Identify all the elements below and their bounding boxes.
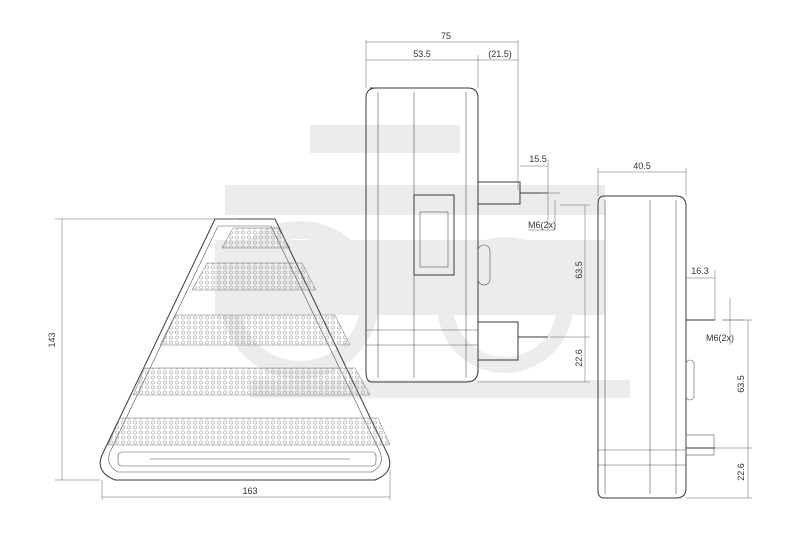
lower-stud-dimension-large: 22.6 [574, 349, 584, 367]
stud-offset-dimension: (21.5) [488, 49, 512, 59]
small-depth-dimension: 40.5 [633, 161, 651, 171]
stud-spacing-dimension-small: 63.5 [736, 375, 746, 393]
reflector-band-2 [191, 262, 317, 291]
side-view-small: 40.5 16.3 M6(2x) 63.5 22.6 [597, 161, 752, 499]
reflector-band-4 [132, 367, 371, 396]
reflector-band-5 [107, 417, 391, 446]
reflector-band-1 [221, 227, 291, 249]
stud-length-dimension: 15.5 [529, 154, 547, 164]
side-view-large: 75 53.5 (21.5) 15.5 M6(2x) 63.5 22.6 [365, 31, 590, 383]
front-view: 143 163 [47, 218, 391, 500]
thread-callout-large: M6(2x) [528, 220, 556, 230]
stud-spacing-dimension-large: 63.5 [574, 261, 584, 279]
thread-callout-small: M6(2x) [706, 333, 734, 343]
body-depth-dimension: 53.5 [413, 49, 431, 59]
lower-stud-dimension-small: 22.6 [736, 463, 746, 481]
front-width-dimension: 163 [242, 486, 257, 496]
tractor-watermark [215, 125, 630, 398]
front-height-dimension: 143 [47, 332, 57, 347]
small-stud-length-dimension: 16.3 [691, 266, 709, 276]
depth-75-dimension: 75 [441, 31, 451, 41]
reflector-band-3 [159, 314, 351, 346]
